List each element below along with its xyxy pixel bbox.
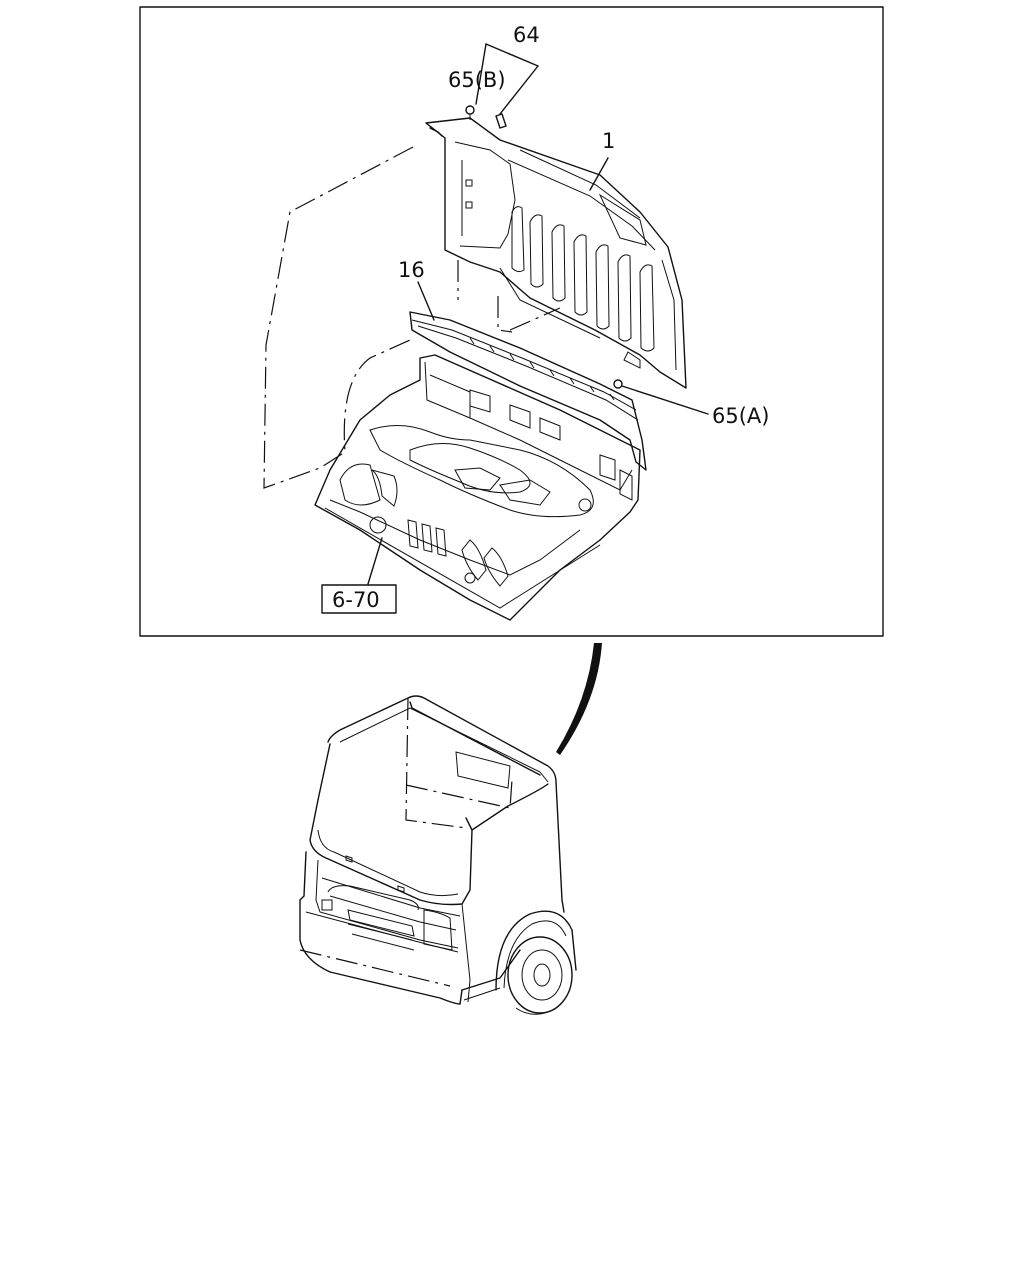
fastener-65a <box>613 379 623 389</box>
detail-callout-leader <box>556 643 602 755</box>
detail-frame <box>139 6 884 637</box>
phantom-cab-outline <box>263 146 414 489</box>
clip-64 <box>495 113 507 129</box>
rear-panel-part-1 <box>425 117 687 389</box>
label-16: 16 <box>398 258 425 282</box>
label-64: 64 <box>513 23 540 47</box>
ref-box-6-70 <box>321 584 397 614</box>
rear-sill-part-16 <box>409 311 647 471</box>
floor-panel <box>314 354 641 621</box>
alignment-lines <box>457 260 561 333</box>
leader-lines <box>367 43 709 585</box>
label-65a: 65(A) <box>712 404 769 428</box>
label-1: 1 <box>602 129 615 153</box>
label-65b: 65(B) <box>448 68 506 92</box>
fastener-65b <box>465 105 475 120</box>
truck-cab-illustration <box>299 695 577 1015</box>
label-6-70: 6-70 <box>332 588 380 612</box>
